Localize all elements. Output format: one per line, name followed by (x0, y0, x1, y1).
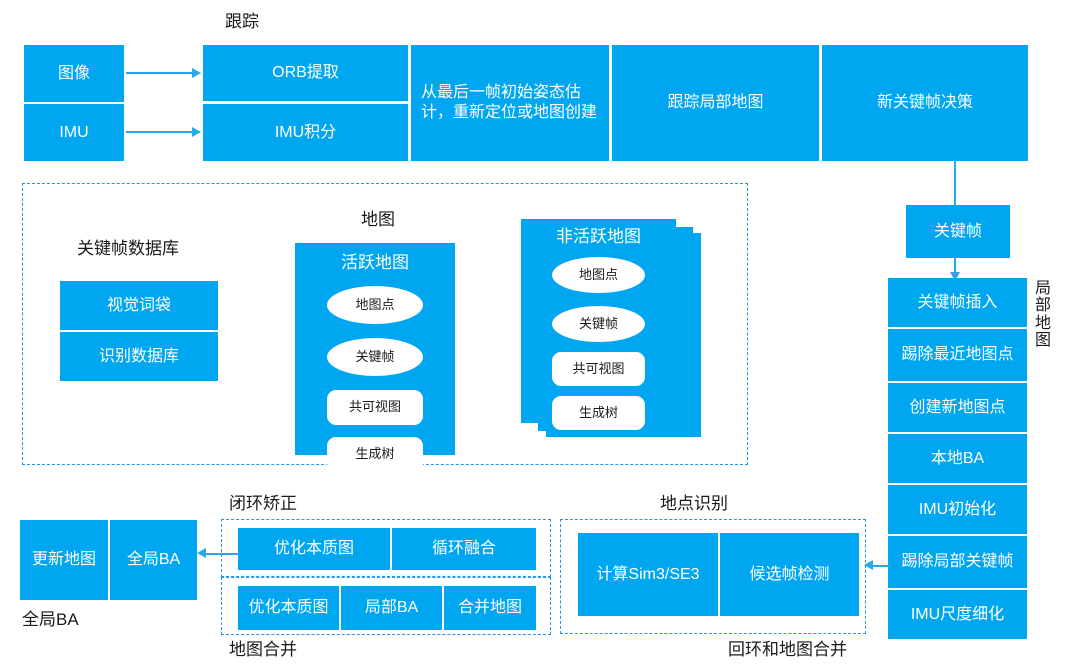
map-merging-optimize-essential-graph[interactable]: 优化本质图 (238, 586, 339, 630)
global-ba-full-ba[interactable]: 全局BA (110, 520, 197, 600)
arrow-keyframe-to-local-mapping-icon (950, 272, 960, 281)
loop-correction-loop-fusion[interactable]: 循环融合 (392, 528, 536, 570)
local-mapping-cull-local-keyframes[interactable]: 踢除局部关键帧 (888, 536, 1027, 588)
active-map-item-spanning-tree[interactable]: 生成树 (327, 437, 423, 472)
map-merging-local-ba[interactable]: 局部BA (341, 586, 442, 630)
inactive-map-title: 非活跃地图 (556, 227, 641, 246)
active-map-item-covisibility-graph[interactable]: 共可视图 (327, 390, 423, 425)
active-map-card[interactable]: 活跃地图 地图点 关键帧 共可视图 生成树 (295, 243, 455, 472)
inactive-map-card[interactable]: 非活跃地图 地图点 关键帧 共可视图 生成树 (521, 219, 676, 430)
tracking-imu-integration[interactable]: IMU积分 (203, 104, 408, 161)
loop-correction-optimize-essential-graph[interactable]: 优化本质图 (238, 528, 390, 570)
map-merging-merge-maps[interactable]: 合并地图 (444, 586, 536, 630)
place-recognition-container (560, 519, 866, 634)
place-recognition-title: 地点识别 (660, 494, 728, 513)
arrow-loop-correction-to-global-ba-icon (197, 548, 206, 558)
global-ba-caption: 全局BA (22, 610, 79, 629)
connector-keyframe-to-local-mapping (954, 258, 956, 276)
arrow-local-mapping-to-place-recognition-icon (864, 560, 873, 570)
local-mapping-create-new-map-points[interactable]: 创建新地图点 (888, 383, 1027, 432)
inactive-map-item-keyframe[interactable]: 关键帧 (552, 306, 645, 342)
local-mapping-local-ba[interactable]: 本地BA (888, 434, 1027, 483)
map-merging-container (221, 577, 551, 635)
inactive-map-item-covisibility-graph[interactable]: 共可视图 (552, 352, 645, 386)
tracking-new-keyframe-decision[interactable]: 新关键帧决策 (822, 45, 1028, 161)
tracking-orb-extraction[interactable]: ORB提取 (203, 45, 408, 101)
active-map-title: 活跃地图 (341, 253, 409, 272)
tracking-track-local-map[interactable]: 跟踪局部地图 (612, 45, 819, 161)
section-title-tracking: 跟踪 (225, 12, 259, 31)
input-box-imu[interactable]: IMU (24, 104, 124, 161)
keyframe-db-visual-bow[interactable]: 视觉词袋 (60, 281, 218, 330)
active-map-item-keyframe[interactable]: 关键帧 (327, 338, 423, 376)
inactive-map-item-map-point[interactable]: 地图点 (552, 257, 645, 293)
arrow-imu-to-imu-integration-icon (192, 127, 201, 137)
loop-correction-title: 闭环矫正 (229, 494, 297, 513)
keyframe-node[interactable]: 关键帧 (906, 205, 1010, 258)
local-mapping-keyframe-insertion[interactable]: 关键帧插入 (888, 278, 1027, 327)
connector-loop-correction-to-global-ba (200, 553, 248, 555)
active-map-item-map-point[interactable]: 地图点 (327, 286, 423, 324)
connector-local-mapping-to-place-recognition (872, 565, 890, 567)
inactive-map-item-spanning-tree[interactable]: 生成树 (552, 396, 645, 430)
arrow-image-to-orb-icon (192, 68, 201, 78)
local-mapping-side-label: 局部地图 (1034, 280, 1051, 349)
keyframe-db-recognition-db[interactable]: 识别数据库 (60, 332, 218, 381)
local-mapping-imu-initialization[interactable]: IMU初始化 (888, 485, 1027, 534)
loop-correction-container (221, 519, 551, 577)
keyframe-database-title: 关键帧数据库 (77, 239, 179, 258)
connector-image-to-orb (126, 72, 194, 74)
local-mapping-cull-recent-map-points[interactable]: 踢除最近地图点 (888, 329, 1027, 381)
place-recognition-candidate-detection[interactable]: 候选帧检测 (720, 533, 859, 616)
map-title: 地图 (361, 210, 395, 229)
connector-tracking-to-keyframe (954, 161, 956, 205)
tracking-pose-estimation[interactable]: 从最后一帧初始姿态估计，重新定位或地图创建 (411, 45, 609, 161)
place-recognition-compute-sim3-se3[interactable]: 计算Sim3/SE3 (578, 533, 718, 616)
input-box-image[interactable]: 图像 (24, 45, 124, 102)
local-mapping-imu-scale-refinement[interactable]: IMU尺度细化 (888, 590, 1027, 639)
map-merging-caption: 地图合并 (229, 640, 297, 659)
connector-imu-to-imu-integration (126, 131, 194, 133)
global-ba-update-map[interactable]: 更新地图 (20, 520, 108, 600)
loop-and-map-merging-caption: 回环和地图合并 (728, 640, 847, 659)
